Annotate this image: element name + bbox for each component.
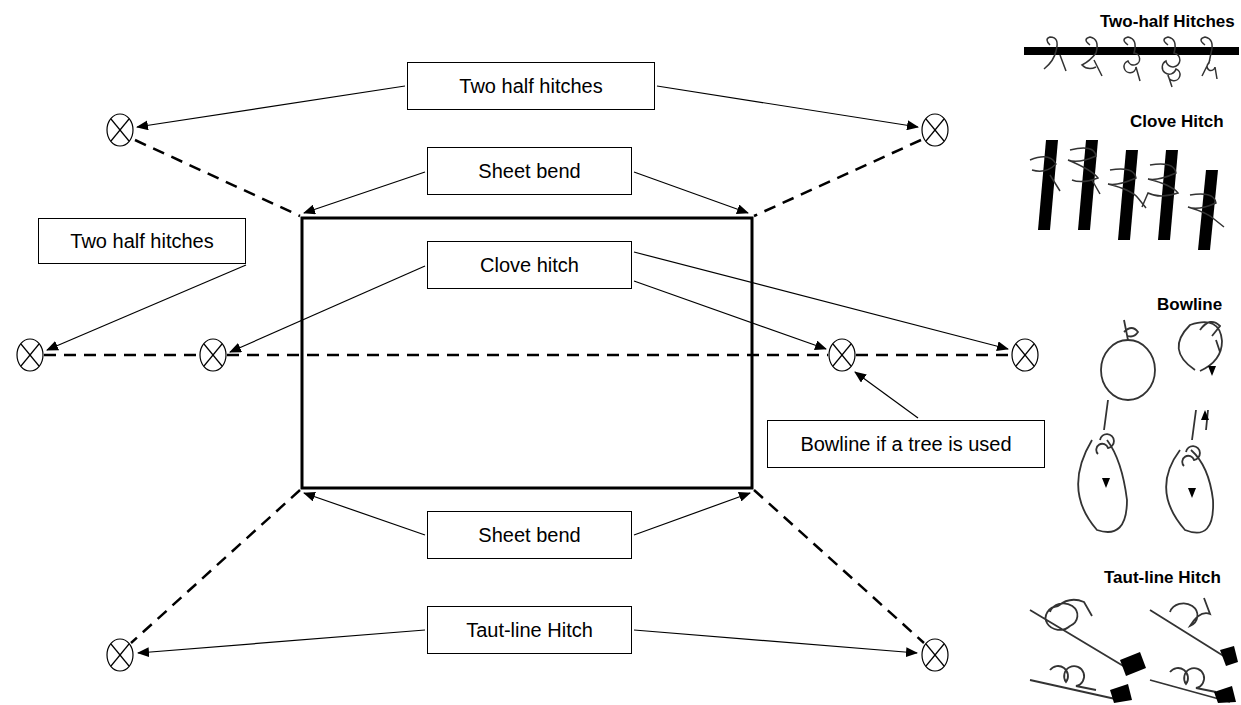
leader-arrows	[47, 86, 1008, 653]
tarp-outline	[302, 218, 752, 488]
two-half-hitches-illustration	[1024, 37, 1239, 87]
callout-box: Two half hitches	[407, 62, 655, 110]
callout-box: Sheet bend	[427, 147, 632, 195]
bowline-illustration	[1078, 320, 1222, 533]
knot-name: Two half hitches	[459, 75, 602, 98]
knot-name: Taut-line Hitch	[466, 619, 593, 642]
knot-name: Bowline if a tree is used	[800, 433, 1011, 456]
knot-title: Bowline	[1155, 295, 1224, 315]
knot-title: Two-half Hitches	[1098, 12, 1237, 32]
clove-hitch-illustration	[1030, 140, 1224, 250]
taut-line-hitch-illustration	[1030, 598, 1238, 703]
knot-name: Sheet bend	[478, 160, 580, 183]
knot-name: Two half hitches	[70, 230, 213, 253]
knot-title: Clove Hitch	[1128, 112, 1226, 132]
guy-lines	[44, 140, 1011, 643]
knot-title: Taut-line Hitch	[1102, 568, 1223, 588]
callout-box: Two half hitches	[38, 218, 246, 264]
callout-box: Sheet bend	[427, 511, 632, 559]
knot-name: Sheet bend	[478, 524, 580, 547]
stakes	[17, 114, 1038, 671]
knot-name: Clove hitch	[480, 254, 579, 277]
callout-box: Clove hitch	[427, 241, 632, 289]
callout-box: Bowline if a tree is used	[767, 420, 1045, 468]
callout-box: Taut-line Hitch	[427, 606, 632, 654]
bowline-arrows	[1102, 366, 1216, 498]
